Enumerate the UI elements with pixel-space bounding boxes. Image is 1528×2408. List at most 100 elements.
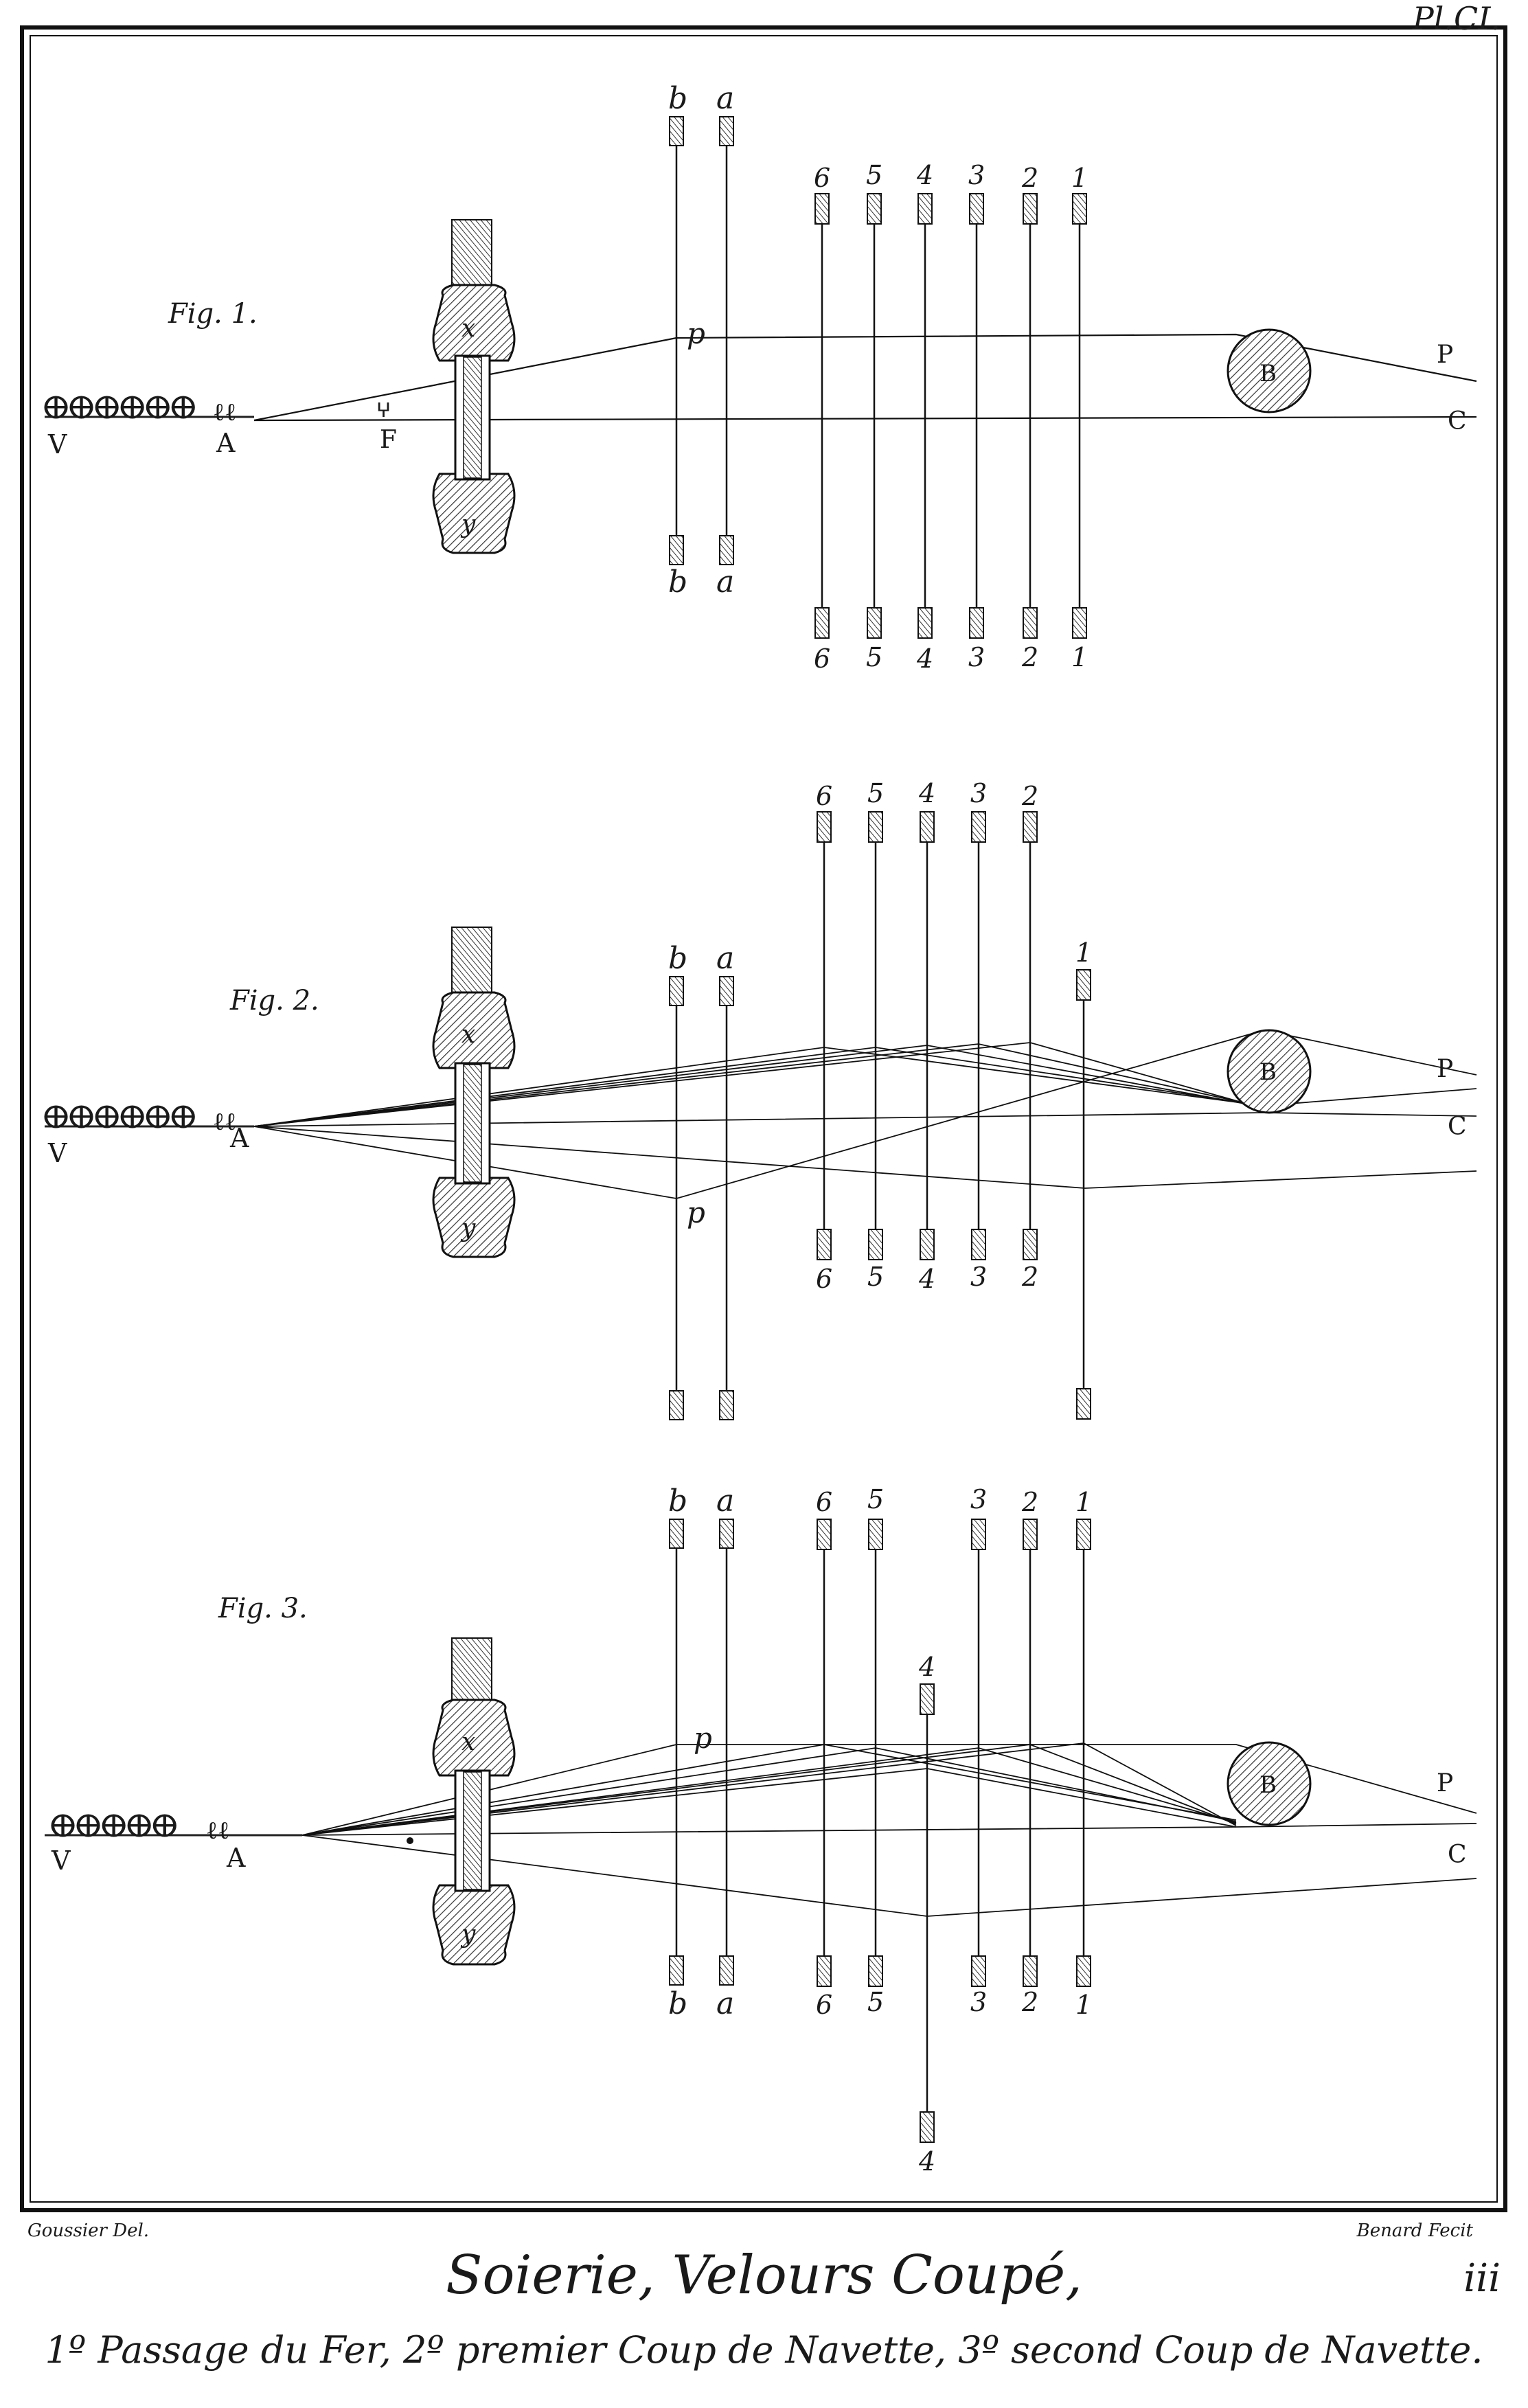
batten-bottom: [432, 1177, 516, 1258]
point-P: P: [1437, 1055, 1453, 1083]
lisse-label: 6: [814, 163, 830, 193]
lisse-cords: [821, 213, 1081, 625]
lisse-label: 6: [816, 1487, 832, 1517]
lisse-cords: [823, 1538, 1085, 2129]
frame-a-bottom: a: [716, 1986, 734, 2021]
frames-b-a: [675, 989, 728, 1418]
draftsman-credit: Goussier Del.: [27, 2220, 150, 2241]
page-number: iii: [1463, 2256, 1501, 2301]
roller-B: [1227, 1029, 1312, 1114]
batten-top: [432, 1699, 516, 1777]
velvet-loops: ℓℓ: [206, 1817, 230, 1845]
point-C: C: [1448, 407, 1467, 435]
batten-handle: [451, 219, 492, 296]
lisse-label: 1: [1075, 1487, 1092, 1517]
point-p: p: [694, 1721, 712, 1755]
lisse-label: 6: [814, 644, 830, 674]
lisse-label: 4: [916, 160, 933, 190]
point-B: B: [1259, 360, 1277, 387]
lisse-label: 1: [1071, 642, 1088, 672]
figure-2: Fig. 2. ⴲⴲⴲⴲⴲⴲ ℓℓ x y b: [43, 778, 1477, 1420]
plate-border-outer: [20, 25, 1507, 2212]
lisse-label: 2: [1021, 781, 1038, 811]
lisse-label: 4: [918, 1652, 935, 1682]
lisse-label: 2: [1021, 1487, 1038, 1517]
plate-title: Soierie, Velours Coupé,: [446, 2245, 1082, 2306]
lisse-label: 2: [1021, 642, 1038, 672]
velvet-iron: ⵖ: [376, 399, 391, 422]
lisse-label: 4: [918, 2146, 935, 2177]
plate-number: Pl.CI.: [1412, 0, 1501, 37]
frame-a-top: a: [716, 1484, 734, 1519]
lisse-label: 5: [866, 160, 882, 190]
figure-label: Fig. 2.: [229, 985, 319, 1016]
reed-core: [463, 1064, 482, 1183]
lisse-label: 3: [970, 1987, 987, 2017]
lisse-label: 4: [916, 644, 933, 674]
point-p: p: [687, 317, 705, 350]
lisse-label: 6: [816, 1264, 832, 1294]
frame-blocks: [669, 116, 734, 565]
lisse-blocks: [814, 193, 1087, 639]
frame-blocks: [669, 1519, 734, 1986]
point-V: V: [47, 1138, 67, 1168]
frame-b-bottom: b: [668, 565, 687, 600]
point-x: x: [461, 1728, 475, 1756]
frame-b-top: b: [668, 941, 687, 976]
point-B: B: [1259, 1771, 1277, 1799]
lisse-label: 1: [1075, 938, 1092, 968]
lisse-label: 6: [816, 781, 832, 811]
figure-label: Fig. 3.: [218, 1593, 308, 1624]
point-F: F: [380, 426, 397, 454]
point-x: x: [461, 1021, 475, 1049]
plate-border-inner: [30, 35, 1498, 2203]
roller-B: [1227, 328, 1312, 413]
batten-top: [432, 991, 516, 1069]
batten-bottom: [432, 473, 516, 554]
point-B: B: [1259, 1058, 1277, 1086]
point-A: A: [226, 1843, 246, 1873]
velvet-pile: ⴲⴲⴲⴲⴲⴲ: [43, 1100, 195, 1135]
plate-subtitle: 1º Passage du Fer, 2º premier Coup de Na…: [45, 2328, 1483, 2372]
velvet-pile: ⴲⴲⴲⴲⴲⴲ: [43, 391, 195, 426]
lisse-label: 4: [918, 1264, 935, 1294]
reed-core: [463, 356, 482, 479]
lisse-label: 3: [968, 642, 985, 672]
frame-blocks: [669, 976, 734, 1420]
frame-b-top: b: [668, 81, 687, 116]
lisse-label: 4: [918, 778, 935, 808]
point-C: C: [1448, 1113, 1467, 1141]
point-y: y: [460, 510, 476, 538]
point-P: P: [1437, 1769, 1453, 1797]
lisse-label: 5: [867, 1262, 884, 1292]
frame-a-bottom: a: [716, 565, 734, 600]
figure-label: Fig. 1.: [168, 298, 258, 330]
point-A: A: [216, 428, 236, 458]
point-P: P: [1437, 341, 1453, 369]
ground-warp: [253, 416, 1477, 422]
lisse-label: 3: [970, 1262, 987, 1292]
lisse-label: 2: [1021, 1987, 1038, 2017]
frame-b-top: b: [668, 1484, 687, 1519]
lisse-label: 5: [866, 642, 882, 672]
lisse-label: 3: [968, 160, 985, 190]
lisse-label: 3: [970, 778, 987, 808]
lisse-label: 2: [1021, 163, 1038, 193]
batten-handle: [451, 927, 492, 1003]
point-A: A: [229, 1123, 249, 1153]
velvet-loops: ℓℓ: [213, 398, 237, 427]
lisse-label: 5: [867, 1987, 884, 2017]
lisse-label: 6: [816, 1990, 832, 2020]
lisse-label: 5: [867, 778, 884, 808]
lisse-blocks: [817, 1519, 1091, 2143]
velvet-pile: ⴲⴲⴲⴲⴲ: [49, 1809, 176, 1844]
frames-b-a: [675, 1538, 728, 1985]
lisse-label: 1: [1075, 1990, 1092, 2020]
point-V: V: [51, 1845, 71, 1876]
frame-a-top: a: [716, 941, 734, 976]
lisse-blocks: [817, 811, 1091, 1420]
point-y: y: [460, 1214, 476, 1242]
point-x: x: [461, 315, 475, 343]
frames-b-a: [675, 137, 728, 556]
